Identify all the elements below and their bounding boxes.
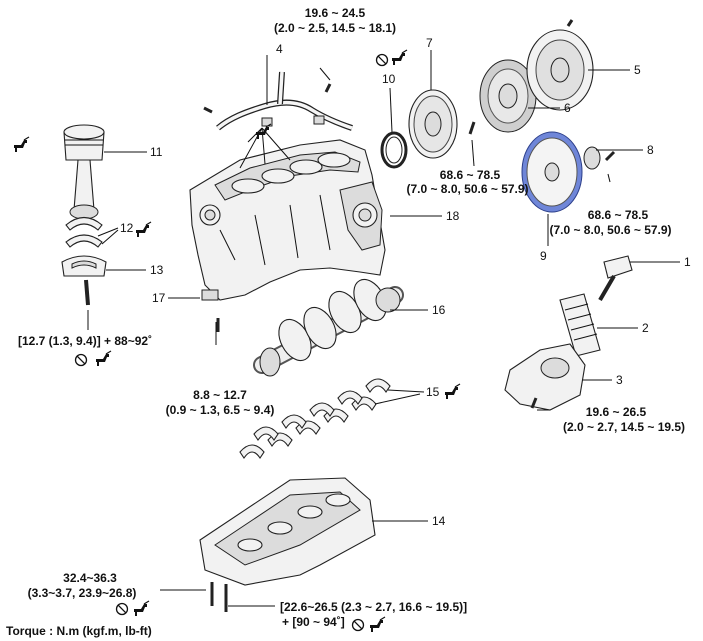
cylinder-block xyxy=(189,139,386,301)
torque-oiljet-value: 8.8 ~ 12.7 xyxy=(193,388,247,402)
torque-unit-note: Torque : N.m (kgf.m, lb-ft) xyxy=(6,624,152,638)
oil-can-icon xyxy=(13,136,30,153)
callout-11: 11 xyxy=(150,145,163,159)
pipe-bolts xyxy=(203,83,332,114)
oil-can-icon xyxy=(444,383,461,400)
torque-rod-cap: [12.7 (1.3, 9.4)] + 88~92˚ xyxy=(18,334,153,348)
crankshaft xyxy=(253,278,404,377)
oil-can-icon xyxy=(369,616,386,633)
callout-1: 1 xyxy=(684,255,691,269)
no-reuse-icon xyxy=(375,53,389,67)
oil-can-icon xyxy=(133,600,150,617)
adapter-plate xyxy=(583,146,616,170)
callout-14: 14 xyxy=(432,514,446,528)
callout-17: 17 xyxy=(152,291,166,305)
torque-flywheel-value: 68.6 ~ 78.5 xyxy=(439,168,501,182)
clutch-cover xyxy=(526,19,594,111)
leader-lines xyxy=(87,50,680,607)
torque-bedplate-detail: (3.3~3.7, 23.9~26.8) xyxy=(27,586,137,600)
callout-18: 18 xyxy=(446,209,460,223)
torque-filter-value: 19.6 ~ 26.5 xyxy=(585,405,647,419)
torque-main-angle: + [90 ~ 94˚] xyxy=(282,615,345,629)
oil-can-icon xyxy=(391,49,408,66)
oil-can-icon xyxy=(95,350,112,367)
no-reuse-icon xyxy=(351,618,365,632)
torque-flywheel-detail: (7.0 ~ 8.0, 50.6 ~ 57.9) xyxy=(406,182,529,196)
callout-8: 8 xyxy=(647,143,654,157)
filter-element xyxy=(559,293,601,357)
filter-cap xyxy=(598,255,633,302)
main-bearings xyxy=(239,378,391,459)
oil-can-icon xyxy=(135,221,152,238)
callout-13: 13 xyxy=(150,263,164,277)
torque-main-value: [22.6~26.5 (2.3 ~ 2.7, 16.6 ~ 19.5)] xyxy=(280,600,468,614)
bed-plate xyxy=(199,477,376,612)
flywheel-bolt xyxy=(468,121,476,135)
callout-5: 5 xyxy=(634,63,641,77)
callout-6: 6 xyxy=(564,101,571,115)
clutch-disc xyxy=(479,59,537,133)
torque-driveplate-value: 68.6 ~ 78.5 xyxy=(587,208,649,222)
callout-2: 2 xyxy=(642,321,649,335)
torque-pipe-detail: (2.0 ~ 2.5, 14.5 ~ 18.1) xyxy=(273,21,397,35)
flywheel xyxy=(408,89,458,159)
torque-filter-detail: (2.0 ~ 2.7, 14.5 ~ 19.5) xyxy=(562,420,686,434)
callout-16: 16 xyxy=(432,303,446,317)
piston-rod xyxy=(63,124,105,220)
drive-plate xyxy=(521,131,583,213)
rod-bearings xyxy=(65,216,103,248)
rod-cap xyxy=(61,255,107,306)
torque-driveplate-detail: (7.0 ~ 8.0, 50.6 ~ 57.9) xyxy=(549,223,672,237)
filter-housing xyxy=(504,343,586,411)
oil-jet xyxy=(201,289,220,332)
no-reuse-icon xyxy=(115,602,129,616)
callout-3: 3 xyxy=(616,373,623,387)
callout-9: 9 xyxy=(540,249,547,263)
water-pipe xyxy=(216,71,353,131)
callout-10: 10 xyxy=(382,72,396,86)
torque-bedplate-value: 32.4~36.3 xyxy=(63,571,117,585)
callout-15: 15 xyxy=(426,385,440,399)
callout-4: 4 xyxy=(276,42,283,56)
no-reuse-icon xyxy=(74,353,88,367)
callout-7: 7 xyxy=(426,36,433,50)
torque-pipe-value: 19.6 ~ 24.5 xyxy=(304,6,366,20)
torque-oiljet-detail: (0.9 ~ 1.3, 6.5 ~ 9.4) xyxy=(165,403,275,417)
callout-12: 12 xyxy=(120,221,134,235)
rear-oil-seal xyxy=(380,131,408,169)
